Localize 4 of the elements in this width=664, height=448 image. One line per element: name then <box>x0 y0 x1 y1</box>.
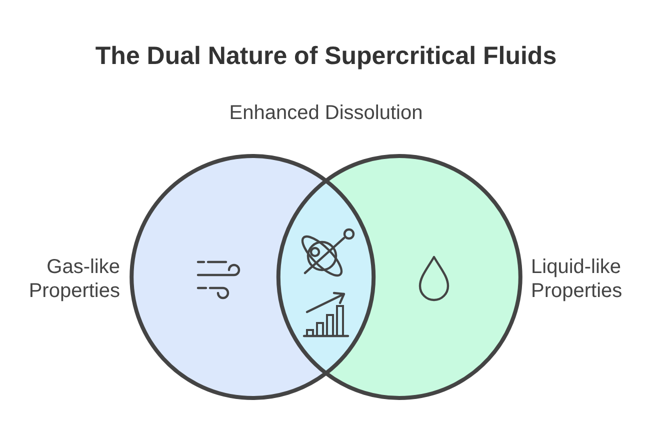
set-label: Liquid-like Properties <box>531 255 624 303</box>
overlap-label: Enhanced Dissolution <box>229 101 423 125</box>
diagram-title: The Dual Nature of Supercritical Fluids <box>95 41 557 71</box>
set-label: Gas-like Properties <box>28 255 120 303</box>
